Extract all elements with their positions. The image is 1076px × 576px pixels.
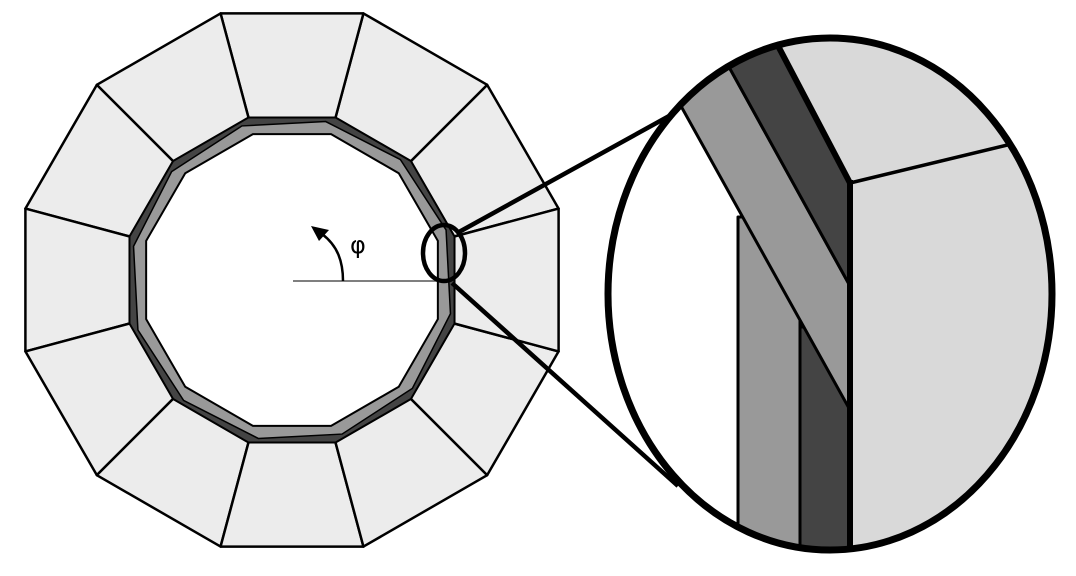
arrowhead-icon (311, 226, 329, 241)
zoom-wedge-edge (751, 38, 853, 185)
zoom-connector-lower (450, 281, 680, 488)
zoom-wedge-divider (849, 140, 1021, 185)
angle-label: φ (350, 231, 366, 259)
angle-arrow-icon (321, 233, 345, 282)
detail-marker-circle (420, 222, 468, 284)
zoom-circle-outline (604, 34, 1056, 554)
zoomed-detail (604, 34, 1056, 554)
zoom-connector-upper (457, 108, 682, 234)
segmented-ring (24, 12, 560, 548)
ring-interior (145, 133, 439, 427)
